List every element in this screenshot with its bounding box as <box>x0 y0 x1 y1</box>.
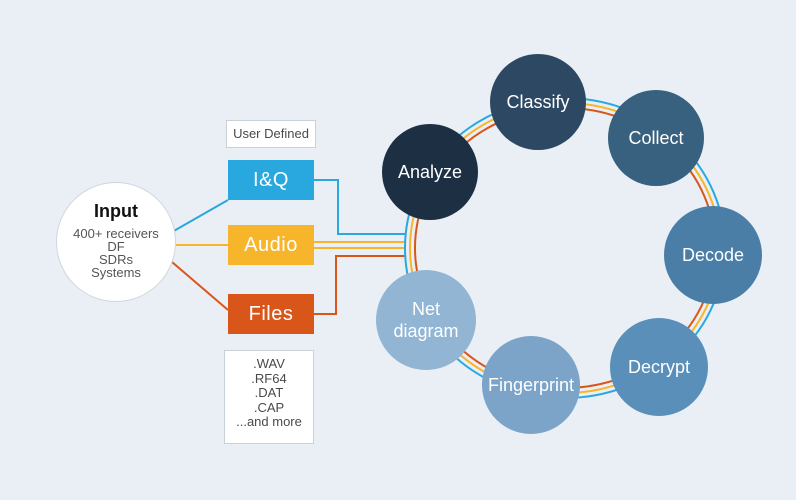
net-diagram-label-line1: Net <box>411 299 440 319</box>
input-title: Input <box>94 201 138 221</box>
user-defined-note: User Defined <box>226 120 316 148</box>
classify-node: Classify <box>490 54 586 150</box>
decrypt-label: Decrypt <box>627 357 690 377</box>
input-sources-list: 400+ receivers DF SDRs Systems <box>57 227 175 279</box>
files-box: Files <box>228 294 314 334</box>
analyze-node: Analyze <box>382 124 478 220</box>
input-line-df: DF <box>107 239 125 254</box>
input-node: Input 400+ receivers DF SDRs Systems <box>56 182 176 302</box>
collect-node: Collect <box>608 90 704 186</box>
iq-to-ring-line <box>314 179 406 235</box>
file-type-more: ...and more <box>236 414 302 429</box>
fingerprint-node: Fingerprint <box>482 336 580 434</box>
decode-label: Decode <box>681 245 745 265</box>
decode-node: Decode <box>664 206 762 304</box>
files-label: Files <box>248 302 294 325</box>
files-to-ring-line <box>314 255 406 315</box>
file-type-wav: .WAV <box>253 356 285 371</box>
input-line-receivers: 400+ receivers <box>73 226 159 241</box>
input-to-files-line <box>171 261 229 311</box>
collect-label: Collect <box>628 128 684 148</box>
audio-label: Audio <box>244 233 298 256</box>
file-types-note: .WAV .RF64 .DAT .CAP ...and more <box>224 350 314 444</box>
file-type-dat: .DAT <box>254 385 284 400</box>
audio-box: Audio <box>228 225 314 265</box>
net-diagram-node: Net diagram <box>376 270 476 370</box>
input-to-iq-line <box>171 199 229 233</box>
classify-label: Classify <box>506 92 570 112</box>
input-line-systems: Systems <box>91 265 141 280</box>
decrypt-node: Decrypt <box>610 318 708 416</box>
input-line-sdrs: SDRs <box>99 252 133 267</box>
analyze-label: Analyze <box>397 162 463 182</box>
fingerprint-label: Fingerprint <box>487 375 575 395</box>
file-type-cap: .CAP <box>253 399 285 415</box>
iq-label: I&Q <box>253 168 289 191</box>
net-diagram-label-line2: diagram <box>393 321 459 341</box>
user-defined-label: User Defined <box>233 126 309 141</box>
iq-box: I&Q <box>228 160 314 200</box>
file-type-rf64: .RF64 <box>251 370 287 386</box>
